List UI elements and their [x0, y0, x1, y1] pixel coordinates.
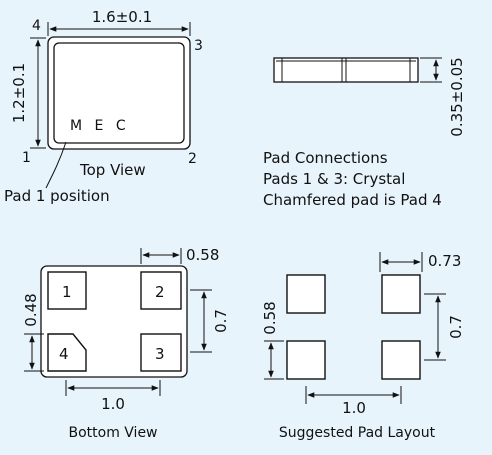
bottom-pad-4-label: 4: [59, 345, 69, 363]
bv-pitchy-label: 0.7: [212, 309, 230, 333]
bottom-pad-2-label: 2: [155, 283, 165, 301]
bottom-pad-3-label: 3: [155, 345, 165, 363]
pl-padw-label: 0.73: [428, 252, 461, 270]
bv-padh-label: 0.48: [22, 293, 40, 326]
top-width-dim-label: 1.6±0.1: [92, 8, 152, 26]
top-pin-4: 4: [32, 18, 41, 34]
bottom-pad-1: [47, 271, 87, 310]
top-view: 1.6±0.1 1.2±0.1 M E C 4 3 1 2 Top View P…: [4, 8, 203, 205]
pl-pitchx-label: 1.0: [342, 399, 366, 417]
bottom-view-caption: Bottom View: [68, 425, 157, 441]
bottom-view: 1 2 3 4 0.58 0.48 0.7 1.0 Bottom View: [22, 246, 230, 441]
pad-info-line-1: Pad Connections: [263, 149, 388, 167]
side-view: 0.35±0.05: [273, 57, 466, 137]
bottom-pad-3: [140, 333, 182, 372]
package-marking: M E C: [70, 118, 130, 134]
side-thickness-label: 0.35±0.05: [448, 57, 466, 136]
pad-info: Pad Connections Pads 1 & 3: Crystal Cham…: [263, 149, 442, 209]
pad-layout-caption: Suggested Pad Layout: [279, 425, 436, 441]
pad1-leader-line: [45, 141, 67, 189]
top-pin-3: 3: [194, 38, 203, 54]
pl-pitchy-label: 0.7: [447, 315, 465, 339]
layout-pad-bottom-left: [286, 340, 326, 380]
bottom-pad-1-label: 1: [62, 283, 72, 301]
bv-padw-label: 0.58: [186, 246, 219, 264]
layout-pad-top-left: [286, 274, 326, 314]
pl-padh-label: 0.58: [261, 301, 279, 334]
top-height-dim-label: 1.2±0.1: [10, 63, 28, 123]
pad-info-line-3: Chamfered pad is Pad 4: [263, 191, 442, 209]
package-lid: [53, 42, 185, 144]
bv-pitchx-label: 1.0: [101, 395, 125, 413]
pad-info-line-2: Pads 1 & 3: Crystal: [263, 170, 405, 188]
bottom-pad-4-chamfered: [47, 333, 87, 372]
top-pin-2: 2: [188, 151, 197, 167]
top-view-caption: Top View: [79, 161, 146, 179]
layout-pad-bottom-right: [381, 340, 421, 380]
pad1-position-label: Pad 1 position: [4, 187, 110, 205]
bottom-pad-2: [140, 271, 182, 310]
suggested-pad-layout: 0.73 0.58 0.7 1.0 Suggested Pad Layout: [261, 252, 465, 441]
top-pin-1: 1: [22, 150, 31, 166]
layout-pad-top-right: [381, 274, 421, 314]
